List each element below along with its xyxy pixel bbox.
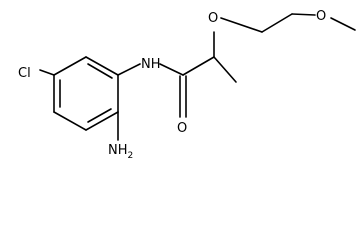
atom-label-o-carbonyl: O: [177, 121, 187, 136]
ring-double-bond: [87, 108, 112, 123]
atom-label-nh2-main: NH: [108, 143, 128, 158]
bond-nh-carbonyl: [159, 63, 184, 76]
bond-ch2-methoxy: [291, 13, 316, 16]
atom-label-o-ether: O: [208, 11, 218, 26]
ring-bond: [85, 111, 119, 131]
benzene-ring: [53, 56, 119, 131]
bond-ch2-ch2: [261, 13, 293, 33]
chemical-structure: Cl NH O O O NH2: [18, 9, 356, 159]
bond-ring-nh: [117, 63, 141, 76]
atom-label-o-methoxy: O: [316, 9, 326, 24]
bond-oxygen-ch2: [220, 17, 263, 33]
atom-label-nh2-subscript: 2: [128, 151, 134, 159]
bond-methoxy-methyl: [330, 17, 356, 31]
ring-bond: [85, 56, 119, 76]
ring-bond: [53, 111, 87, 131]
bond-cl: [39, 69, 55, 76]
atom-label-nh2: NH2: [108, 143, 133, 159]
ring-bond: [53, 56, 87, 76]
atom-label-cl: Cl: [18, 66, 31, 81]
atom-label-nh: NH: [141, 57, 161, 72]
bond-alpha-methyl: [213, 56, 237, 83]
bond-carbonyl-alpha: [182, 56, 215, 76]
ring-double-bond: [87, 63, 113, 79]
